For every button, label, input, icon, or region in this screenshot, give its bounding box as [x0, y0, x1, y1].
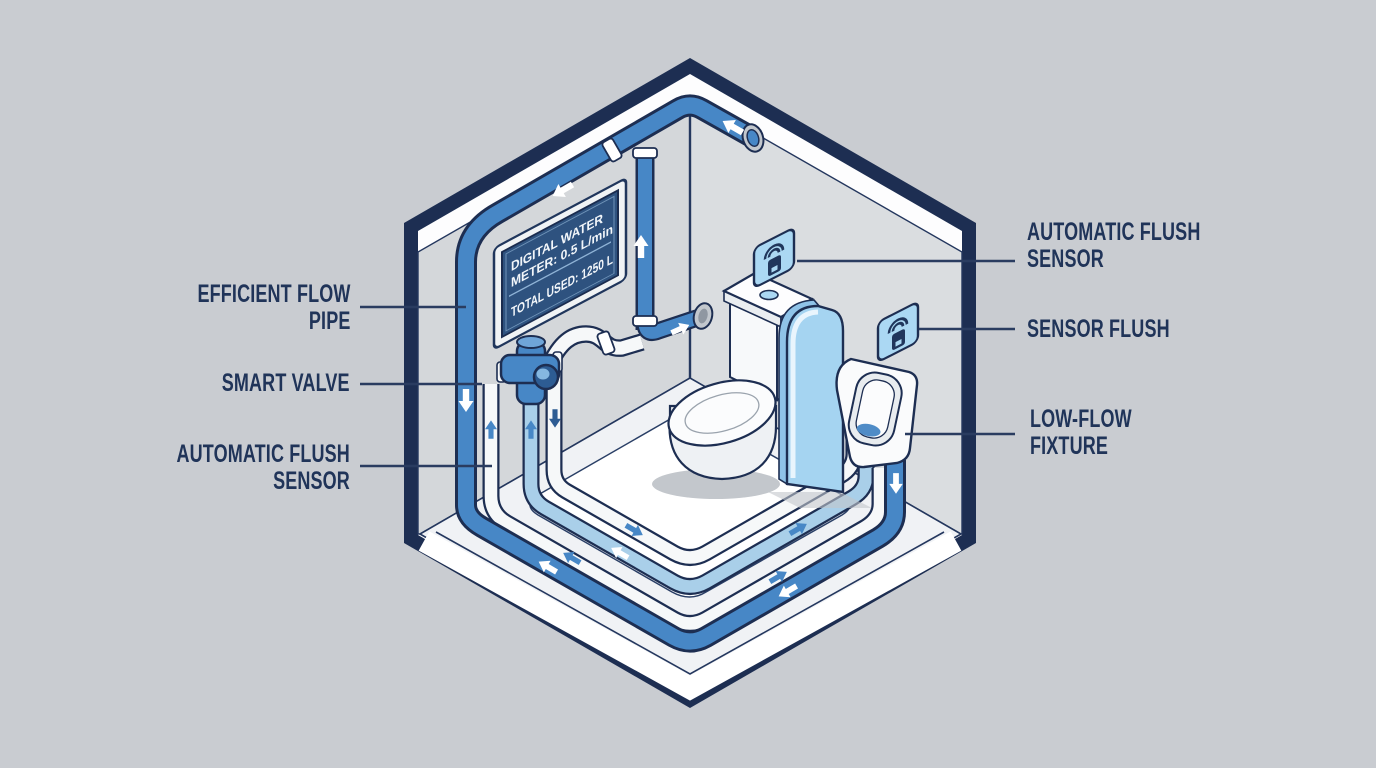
floor-pipe-2: [524, 394, 873, 593]
label-low-flow-fixture: LOW-FLOW FIXTURE: [1030, 405, 1132, 460]
label-automatic-flush-sensor-right: AUTOMATIC FLUSH SENSOR: [1027, 218, 1201, 273]
urinal-water: [856, 423, 881, 437]
smart-valve: [496, 335, 563, 406]
flush-button: [759, 289, 779, 301]
pipe-network: [455, 94, 906, 653]
inlet-flange: [741, 123, 765, 153]
meter-screen: [501, 188, 619, 339]
valve-top-port: [516, 335, 546, 349]
branch-pipes: [541, 150, 703, 370]
label-sensor-flush: SENSOR FLUSH: [1027, 315, 1170, 343]
flush-sensor-urinal: [876, 302, 920, 362]
label-smart-valve: SMART VALVE: [222, 369, 350, 397]
toilet-flange: [692, 302, 714, 330]
toilet-shadow: [652, 469, 780, 499]
label-efficient-flow-pipe: EFFICIENT FLOW PIPE: [197, 280, 350, 335]
wifi-sensor-icon: [887, 317, 909, 335]
flush-sensor-toilet: [752, 228, 796, 288]
wifi-sensor-icon: [763, 243, 785, 261]
toilet-seat: [667, 379, 777, 447]
floor-skirting-band: [418, 531, 962, 701]
urinal: [835, 357, 919, 469]
floor-pipe-1: [484, 384, 887, 630]
floor-pipe-3: [547, 358, 861, 564]
partition: [768, 299, 872, 508]
partition-panel: [785, 304, 845, 494]
floor-skirting-line: [435, 531, 945, 675]
pipe-fittings: [596, 137, 658, 356]
leader-lines: [360, 259, 1015, 468]
main-supply-pipe: [458, 97, 903, 650]
label-automatic-flush-sensor-left: AUTOMATIC FLUSH SENSOR: [176, 440, 350, 495]
